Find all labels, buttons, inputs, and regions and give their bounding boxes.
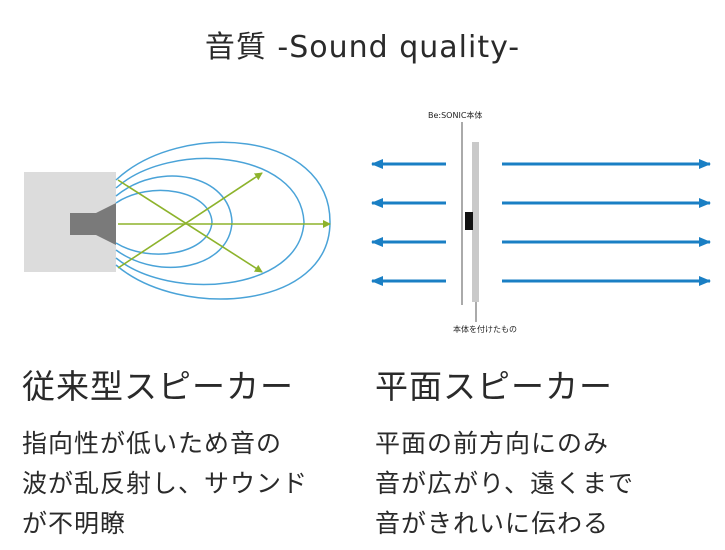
flat-speaker-illustration: Be:SONIC本体 本体を付けたもの bbox=[371, 110, 711, 334]
description-line: 音が広がり、遠くまで bbox=[375, 469, 635, 498]
description-line: 平面の前方向にのみ bbox=[375, 429, 610, 458]
conventional-speaker-illustration bbox=[24, 141, 331, 300]
mount-panel bbox=[472, 142, 479, 302]
conventional-speaker-description: 指向性が低いため音の 波が乱反射し、サウンド が不明瞭 bbox=[22, 424, 308, 544]
description-line: 波が乱反射し、サウンド bbox=[22, 469, 309, 498]
description-line: 音がきれいに伝わる bbox=[375, 509, 610, 538]
conventional-speaker-heading: 従来型スピーカー bbox=[22, 367, 294, 406]
sound-wave-inner-2 bbox=[115, 189, 213, 255]
sound-wave-inner bbox=[115, 175, 233, 269]
page-title: 音質 -Sound quality- bbox=[204, 30, 521, 65]
speaker-cone bbox=[96, 203, 116, 245]
besonic-device bbox=[465, 212, 473, 230]
sound-wave-middle bbox=[115, 157, 305, 286]
scatter-arrow-down bbox=[117, 179, 263, 273]
scatter-arrow-up bbox=[117, 172, 263, 269]
flat-speaker-heading: 平面スピーカー bbox=[375, 367, 613, 406]
device-label: Be:SONIC本体 bbox=[428, 110, 482, 120]
description-line: が不明瞭 bbox=[22, 509, 127, 538]
flat-speaker-description: 平面の前方向にのみ 音が広がり、遠くまで 音がきれいに伝わる bbox=[375, 424, 634, 544]
speaker-magnet bbox=[70, 213, 98, 235]
mount-label: 本体を付けたもの bbox=[453, 324, 517, 334]
description-line: 指向性が低いため音の bbox=[22, 429, 283, 458]
